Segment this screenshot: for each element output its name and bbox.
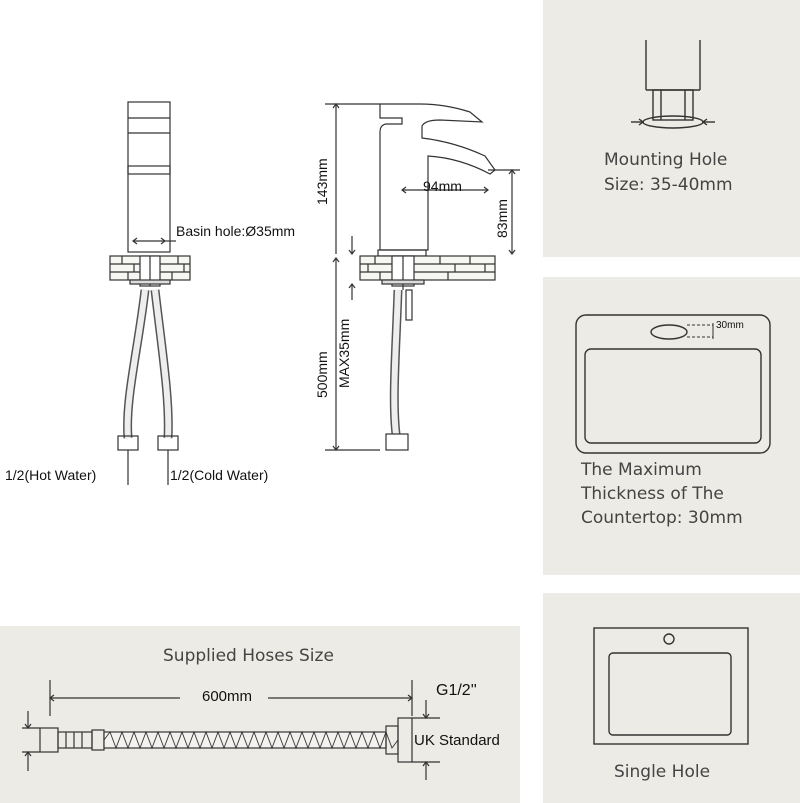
hot-water-label: 1/2(Hot Water) [5,467,97,483]
countertop-panel [543,277,800,575]
mounting-hole-line2: Size: 35-40mm [604,175,733,195]
thread-label: G1/2'' [436,682,477,699]
hose-500-label: 500mm [314,351,330,398]
hose-length-label: 600mm [202,688,253,705]
countertop-drawing [575,314,771,454]
reach-94-label: 94mm [423,178,462,194]
spout-83-label: 83mm [494,199,510,238]
single-hole-label: Single Hole [614,762,711,782]
single-hole-drawing [593,627,749,745]
countertop-line2: Thickness of The [581,484,724,504]
cold-water-label: 1/2(Cold Water) [170,467,269,483]
hoses-panel [0,626,520,803]
max35-label: MAX35mm [336,318,352,388]
countertop-tag: 30mm [716,320,744,331]
height-143-label: 143mm [314,158,330,205]
faucet-side-view [325,103,520,451]
mounting-hole-drawing [631,40,715,129]
countertop-line1: The Maximum [581,460,702,480]
uk-standard-label: UK Standard [414,732,500,749]
hoses-title: Supplied Hoses Size [163,646,334,666]
basin-hole-label: Basin hole:Ø35mm [176,223,296,239]
faucet-front-view [109,101,191,485]
hose-drawing [22,680,440,780]
countertop-line3: Countertop: 30mm [581,508,743,528]
mounting-hole-line1: Mounting Hole [604,150,728,170]
